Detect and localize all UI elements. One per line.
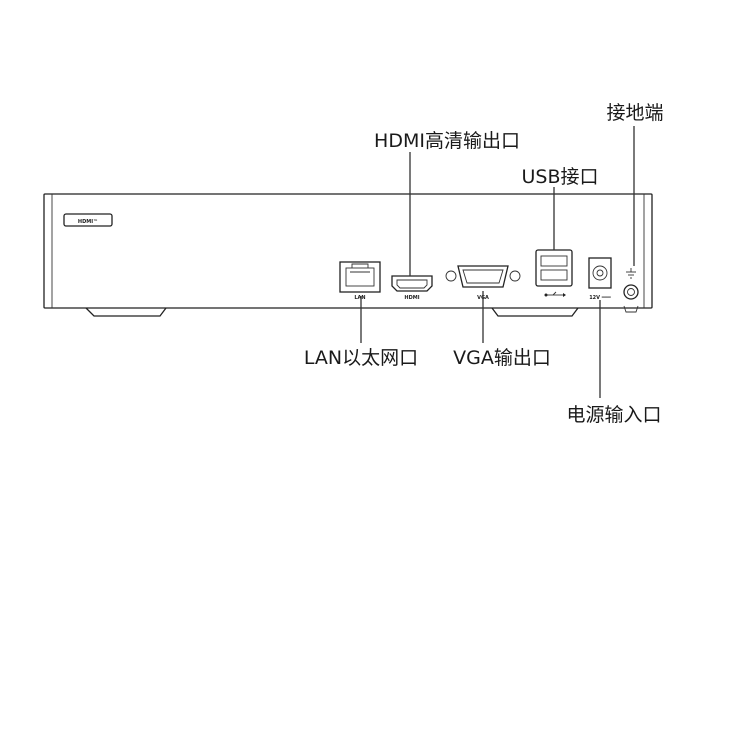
usb-port-bottom xyxy=(540,269,568,281)
callout-usb: USB接口 xyxy=(521,166,598,188)
usb-symbol-icon xyxy=(544,291,566,297)
lan-port-latch xyxy=(351,263,369,268)
lan-port-label: LAN xyxy=(354,295,365,301)
right-foot xyxy=(491,307,579,317)
vga-port-inner xyxy=(462,269,504,284)
vga-port-shell xyxy=(457,265,509,288)
left-foot xyxy=(85,307,167,317)
chassis xyxy=(43,193,653,317)
lan-port: LAN xyxy=(339,261,381,301)
leader-lines xyxy=(360,126,635,398)
usb-port-top xyxy=(540,255,568,267)
ground-icon xyxy=(626,268,636,279)
usb-ports xyxy=(535,249,573,297)
vga-screw-right xyxy=(509,270,521,282)
hdmi-port: HDMI xyxy=(391,275,433,301)
callout-lan: LAN以太网口 xyxy=(304,347,418,369)
chassis-outline xyxy=(43,193,653,309)
hdmi-port-label: HDMI xyxy=(404,295,419,301)
power-port-ring xyxy=(592,265,608,281)
power-port-frame xyxy=(588,257,612,289)
hdmi-logo-badge: HDMI™ xyxy=(63,213,113,227)
lan-port-frame xyxy=(339,261,381,293)
power-port: 12V ═══ xyxy=(588,257,612,301)
hdmi-port-inner xyxy=(396,279,428,289)
power-port-label: 12V ═══ xyxy=(589,295,612,301)
ground-screw-inner xyxy=(627,288,635,296)
callout-ground: 接地端 xyxy=(606,102,663,124)
hdmi-badge-text: HDMI™ xyxy=(78,219,98,225)
ground-terminal xyxy=(623,268,639,313)
ground-screw-outer xyxy=(623,284,639,300)
ground-tab xyxy=(623,305,639,313)
callout-vga: VGA输出口 xyxy=(453,347,551,369)
hdmi-port-shell xyxy=(391,275,433,292)
callout-hdmi: HDMI高清输出口 xyxy=(374,130,520,152)
hdmi-badge-frame xyxy=(63,213,113,227)
power-port-pin xyxy=(596,269,604,277)
callout-power: 电源输入口 xyxy=(566,404,661,426)
usb-port-frame xyxy=(535,249,573,287)
vga-screw-left xyxy=(445,270,457,282)
lan-port-socket xyxy=(345,267,375,287)
